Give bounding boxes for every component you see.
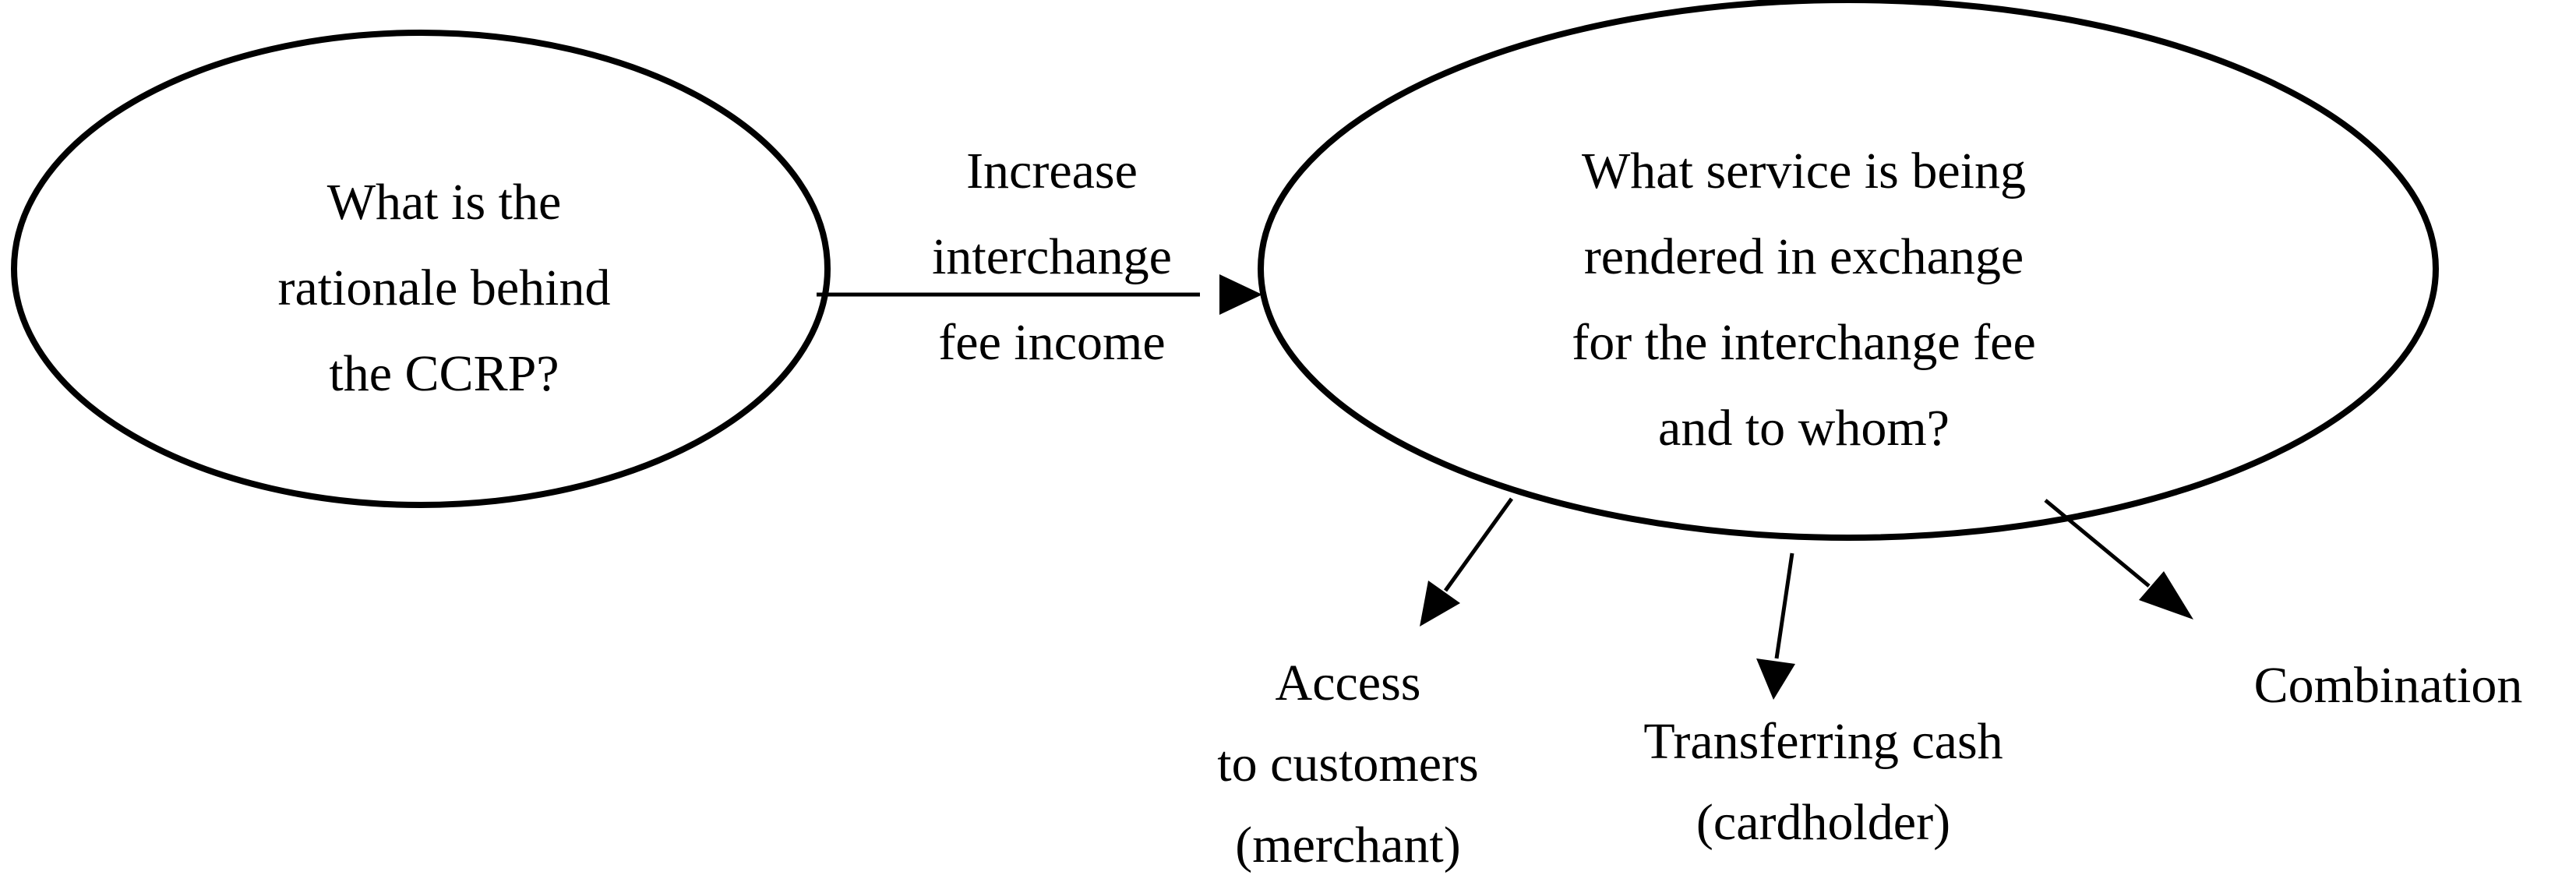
right-node-ellipse	[1258, 0, 2439, 541]
arrowhead-combination	[2139, 571, 2193, 619]
outcome-combination-label: Combination	[2253, 657, 2523, 714]
outcome-access-label: Access to customers (merchant)	[1217, 655, 1479, 874]
left-node-label: What is the rationale behind the CCRP?	[277, 174, 611, 402]
arrow-to-combination	[2044, 499, 2151, 588]
arrowhead-transfer	[1756, 658, 1795, 700]
arrow-to-access	[1443, 497, 1514, 592]
main-arrowhead	[1219, 274, 1262, 315]
edge-label: Increase interchange fee income	[932, 143, 1172, 371]
arrow-to-transfer	[1774, 552, 1794, 659]
right-node-label: What service is being rendered in exchan…	[1572, 143, 2036, 457]
left-node-ellipse	[11, 30, 831, 508]
arrowhead-access	[1420, 581, 1460, 627]
outcome-transfer-label: Transferring cash (cardholder)	[1643, 713, 2003, 851]
